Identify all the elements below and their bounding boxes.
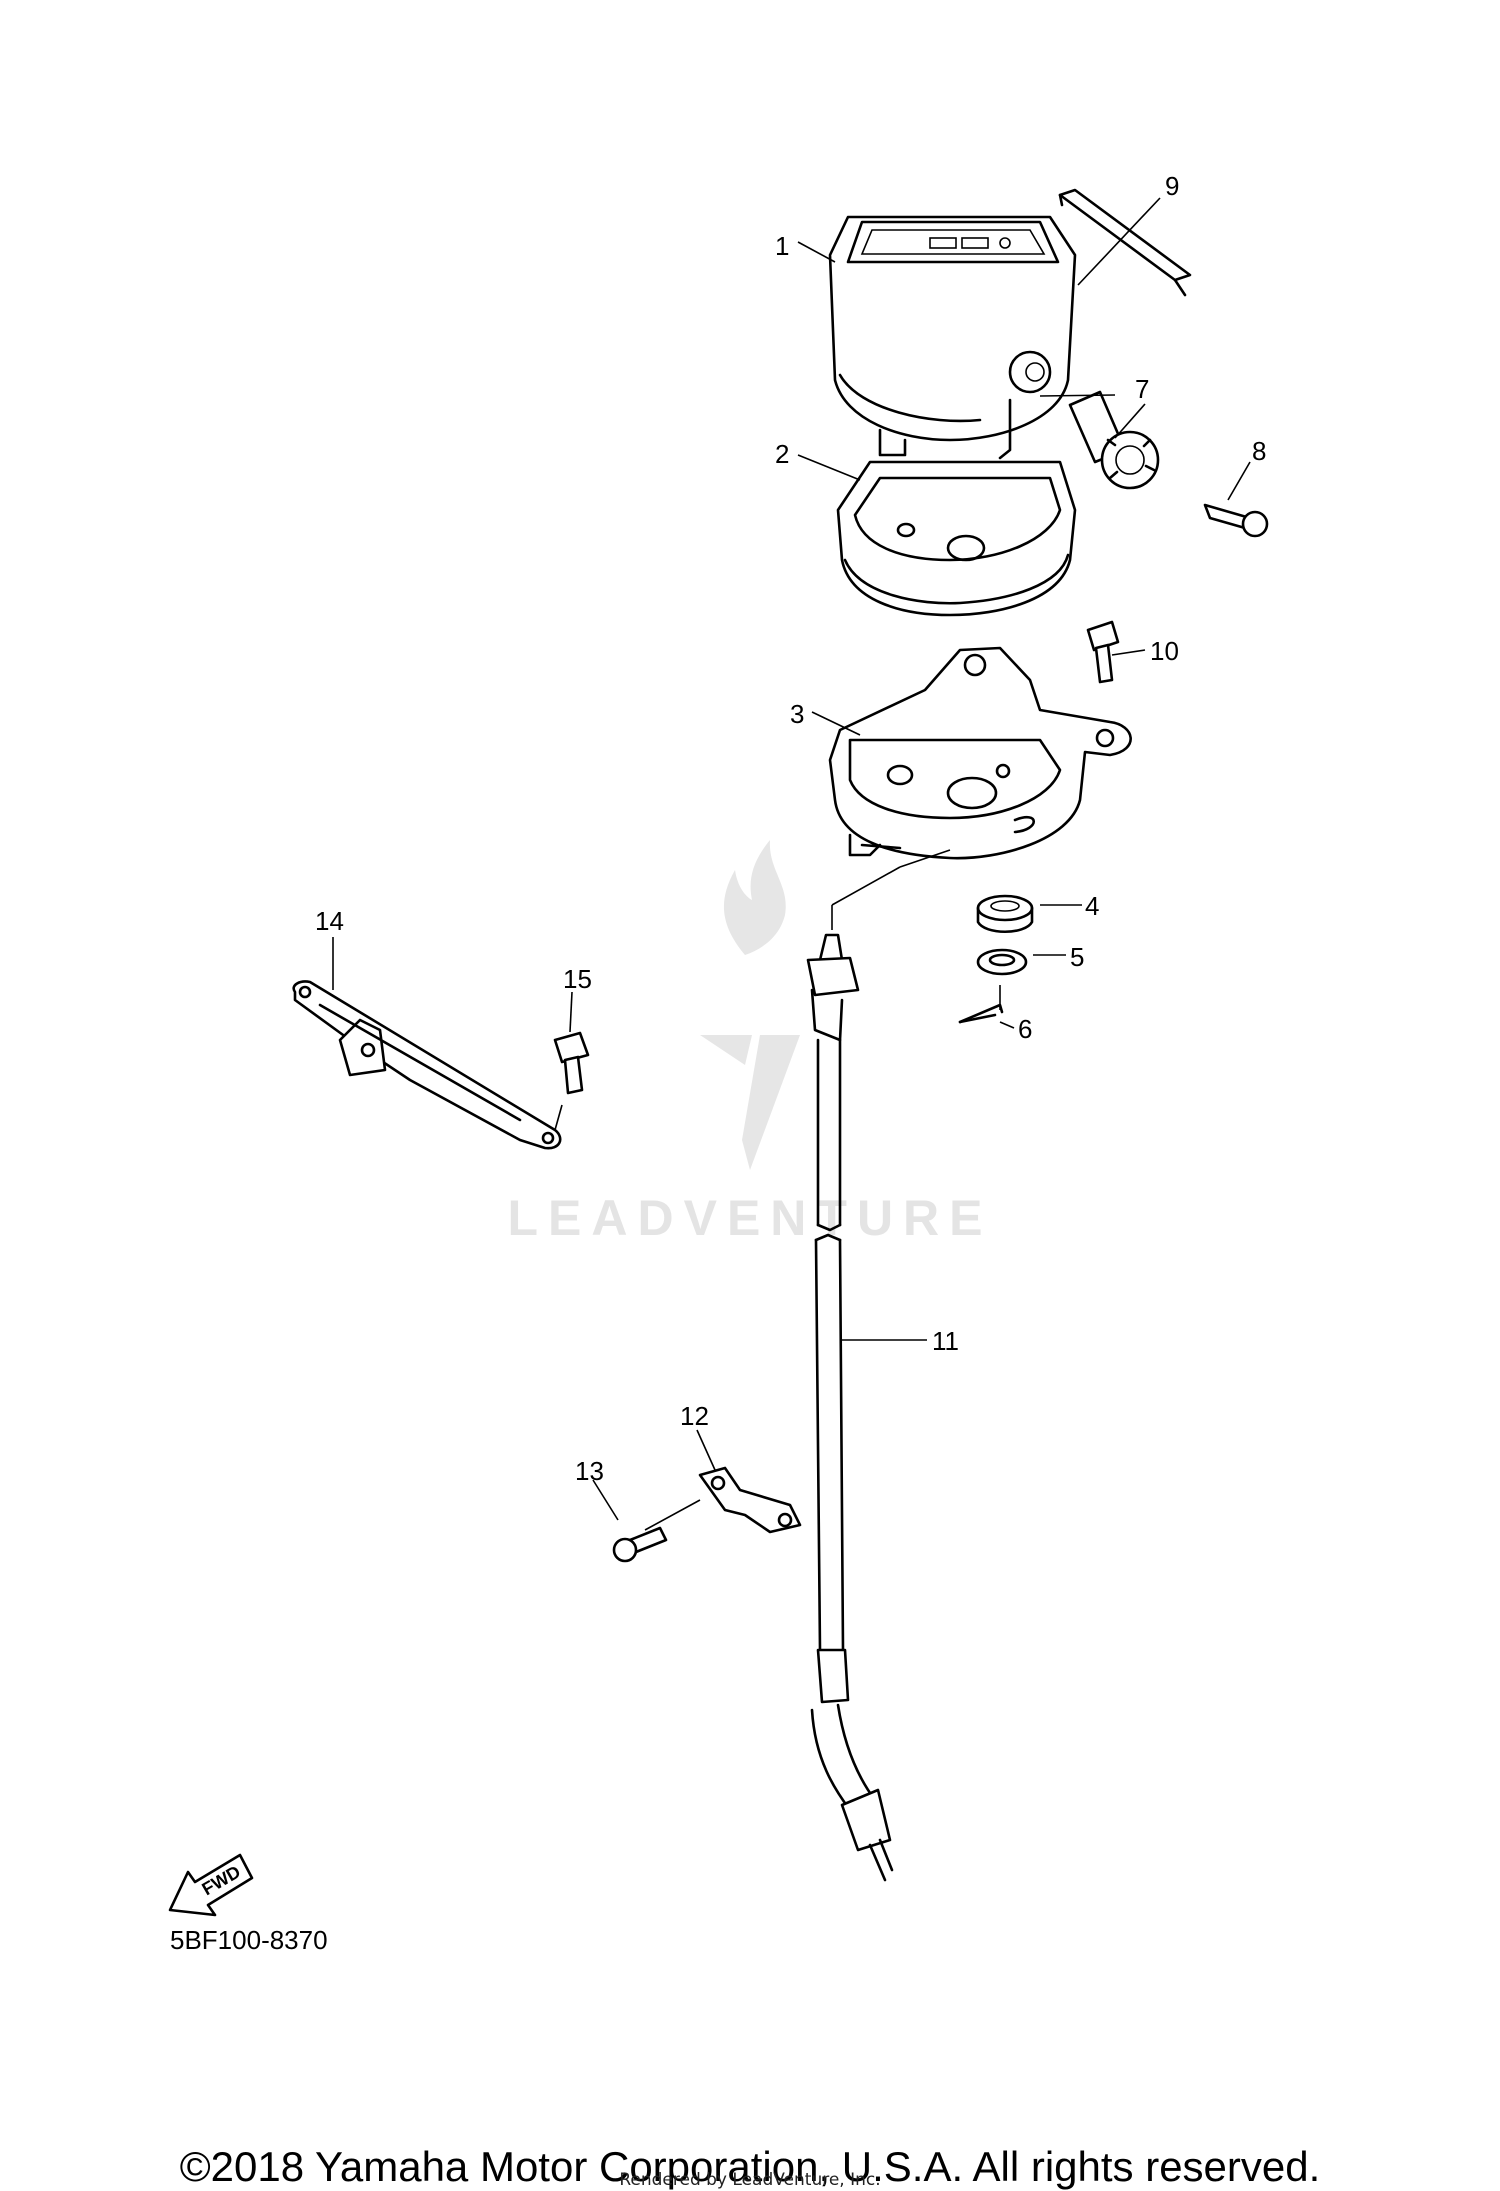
drive-gear	[1068, 390, 1160, 490]
callout-2: 2	[775, 439, 789, 469]
leader-lines	[332, 197, 1251, 1531]
watermark-text: LEADVENTURE	[507, 1190, 992, 1246]
rendered-by-notice: Rendered by LeadVenture, Inc.	[619, 2170, 881, 2190]
callout-3: 3	[790, 699, 804, 729]
washer	[976, 948, 1028, 976]
callout-1: 1	[775, 231, 789, 261]
leadventure-watermark: LEADVENTURE	[507, 840, 992, 1246]
stay-bolt	[553, 1031, 590, 1095]
screw	[1203, 503, 1269, 538]
callout-labels: 1 2 3 4 5 6 7 8 9 10 11 12 13 14 15	[315, 171, 1266, 1486]
indicator-strip	[1058, 188, 1192, 297]
callout-6: 6	[1018, 1014, 1032, 1044]
callout-10: 10	[1150, 636, 1179, 666]
callout-7: 7	[1135, 374, 1149, 404]
callout-12: 12	[680, 1401, 709, 1431]
callout-13: 13	[575, 1456, 604, 1486]
callout-15: 15	[563, 964, 592, 994]
meter-case	[836, 460, 1077, 617]
fwd-arrow-icon: FWD	[168, 1853, 254, 1917]
copyright-notice: ©2018 Yamaha Motor Corporation, U.S.A. A…	[179, 2143, 1321, 2190]
grommet	[976, 894, 1034, 933]
callout-4: 4	[1085, 891, 1099, 921]
meter-assembly	[828, 215, 1077, 460]
callout-11: 11	[932, 1326, 959, 1356]
speedometer-cable	[806, 933, 894, 1882]
callout-8: 8	[1252, 436, 1266, 466]
cable-clamp	[698, 1466, 802, 1534]
cotter-pin	[958, 1003, 1004, 1024]
diagram-code: 5BF100-8370	[170, 1925, 328, 1955]
meter-bracket	[828, 646, 1132, 860]
bolt	[1086, 620, 1120, 684]
callout-9: 9	[1165, 171, 1179, 201]
stay-bar	[292, 980, 562, 1150]
clamp-bolt	[612, 1526, 668, 1563]
callout-5: 5	[1070, 942, 1084, 972]
callout-14: 14	[315, 906, 344, 936]
